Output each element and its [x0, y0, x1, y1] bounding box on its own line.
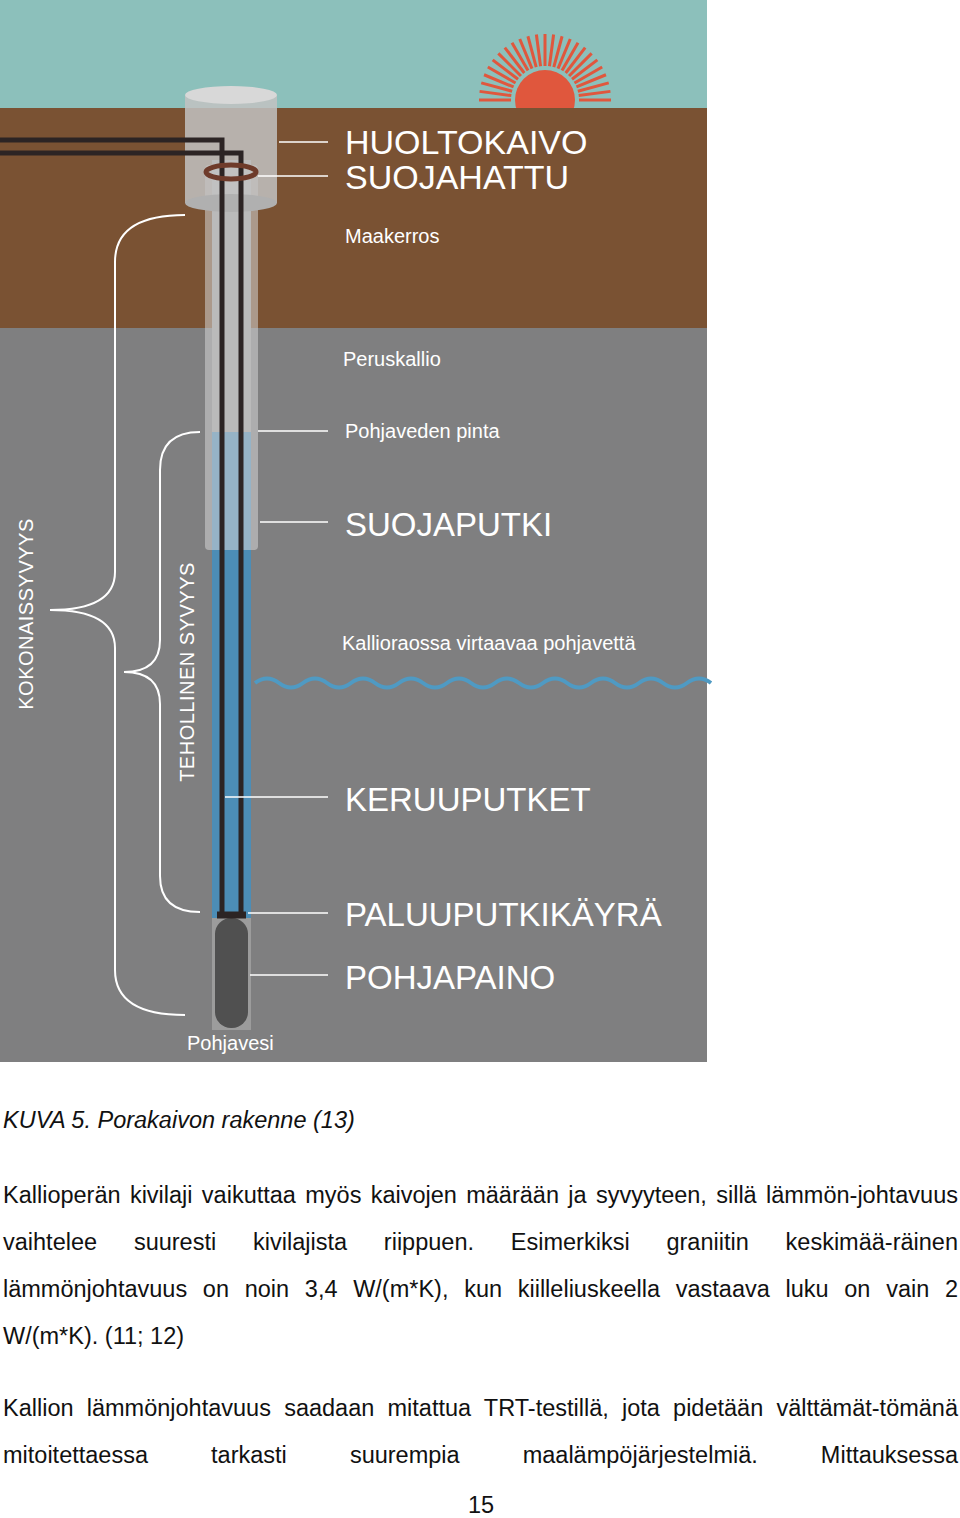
leader-line [258, 430, 328, 432]
leader-line [248, 912, 328, 914]
page-number: 15 [431, 1490, 531, 1518]
leader-line [250, 974, 328, 976]
part-label: POHJAPAINO [345, 961, 555, 994]
sun-ray [549, 35, 553, 67]
level-label: Pohjaveden pinta [345, 421, 500, 441]
layer-label: Peruskallio [343, 349, 441, 369]
groundwater-wave [255, 679, 711, 688]
water-label: Pohjavesi [187, 1033, 274, 1053]
depth-label: TEHOLLINEN SYVYYS [177, 562, 197, 782]
collector-pipe [0, 140, 222, 915]
body-paragraph: Kallioperän kivilaji vaikuttaa myös kaiv… [3, 1172, 958, 1360]
return-bend [217, 912, 246, 919]
part-label: SUOJAHATTU [345, 160, 569, 194]
service-well [185, 95, 277, 203]
water-label: Kallioraossa virtaavaa pohjavettä [342, 633, 636, 653]
leader-line [225, 796, 328, 798]
bedrock [0, 328, 707, 1062]
sun-ray [528, 36, 536, 67]
sun-ray [578, 83, 609, 91]
part-label: HUOLTOKAIVO [345, 125, 587, 159]
bottom-weight [215, 918, 248, 1028]
effective-depth-brace [124, 432, 200, 912]
service-well-bottom [185, 194, 277, 212]
sky [0, 0, 707, 110]
body-paragraph: Kallion lämmönjohtavuus saadaan mitattua… [3, 1385, 958, 1479]
part-label: KERUUPUTKET [345, 783, 591, 816]
sun-ray [544, 34, 547, 66]
protective-cap [206, 165, 256, 179]
sun-ray [479, 99, 511, 102]
depth-label: KOKONAISSYVYYS [16, 518, 36, 710]
service-well-top [185, 86, 277, 104]
collector-pipe [0, 153, 241, 915]
sun-ray [579, 99, 611, 102]
figure-caption: KUVA 5. Porakaivon rakenne (13) [3, 1105, 355, 1135]
leader-line [260, 521, 328, 523]
sun-ray [480, 91, 512, 95]
leader-line [258, 175, 328, 177]
part-label: SUOJAPUTKI [345, 508, 552, 541]
layer-label: Maakerros [345, 226, 439, 246]
leader-lines [225, 142, 328, 975]
part-label: PALUUPUTKIKÄYRÄ [345, 898, 662, 931]
sun-ray [536, 35, 540, 67]
sun-ray [579, 91, 611, 95]
casing-pipe [205, 165, 258, 550]
leader-line [279, 141, 328, 143]
